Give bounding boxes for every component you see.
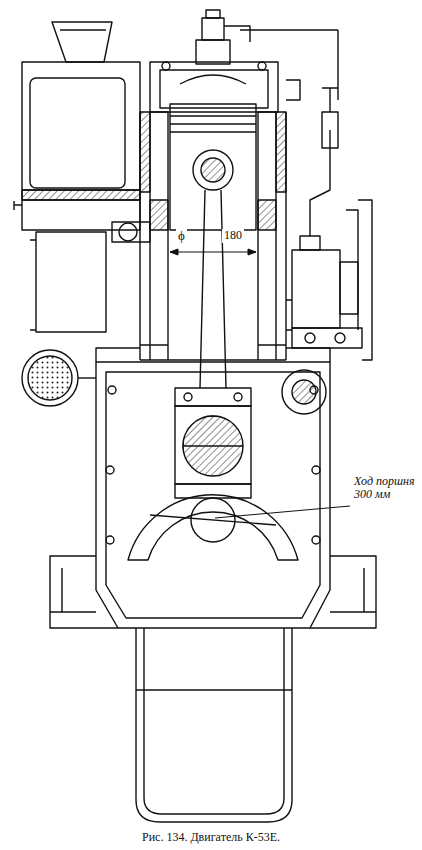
drawing-stroke — [14, 201, 22, 210]
drawing-stroke — [358, 200, 372, 360]
drawing-stroke — [282, 370, 326, 414]
drawing-stroke — [162, 62, 170, 70]
drawing-stroke — [22, 62, 140, 230]
drawing-stroke — [106, 372, 320, 618]
drawing-stroke — [170, 249, 256, 255]
drawing-stroke — [292, 250, 340, 328]
drawing-stroke — [112, 222, 150, 242]
drawing-stroke — [106, 466, 114, 474]
drawing-stroke — [258, 62, 266, 70]
drawing-stroke — [206, 10, 220, 18]
drawing-stroke — [183, 416, 243, 476]
drawing-stroke — [170, 116, 256, 132]
drawing-stroke — [312, 466, 320, 474]
drawing-stroke — [108, 386, 116, 394]
drawing-stroke — [150, 515, 276, 525]
drawing-stroke — [312, 536, 320, 544]
drawing-stroke — [62, 568, 364, 612]
drawing-stroke — [196, 40, 230, 64]
drawing-stroke — [322, 112, 338, 148]
drawing-stroke — [276, 112, 286, 192]
drawing-stroke — [78, 377, 96, 378]
drawing-stroke — [36, 232, 106, 332]
drawing-stroke — [14, 10, 376, 822]
drawing-stroke — [22, 350, 78, 406]
drawing-stroke — [202, 18, 224, 40]
drawing-stroke — [170, 252, 256, 253]
drawing-stroke — [22, 190, 140, 200]
drawing-stroke — [310, 130, 330, 236]
drawing-stroke — [52, 22, 112, 62]
drawing-stroke — [183, 416, 243, 476]
drawing-stroke — [175, 388, 251, 406]
drawing-stroke — [335, 333, 345, 343]
drawing-stroke — [286, 80, 300, 100]
drawing-stroke — [300, 236, 320, 250]
drawing-stroke — [106, 536, 114, 544]
drawing-stroke — [140, 112, 150, 192]
drawing-stroke — [96, 348, 330, 362]
drawing-stroke — [234, 393, 242, 401]
drawing-stroke — [286, 300, 292, 330]
drawing-stroke — [150, 200, 168, 230]
drawing-stroke — [150, 112, 276, 360]
drawing-stroke — [193, 150, 233, 190]
drawing-stroke — [240, 30, 338, 100]
drawing-stroke — [224, 26, 250, 42]
drawing-stroke — [22, 190, 140, 200]
drawing-stroke — [305, 333, 315, 343]
drawing-stroke — [140, 345, 286, 360]
drawing-stroke — [30, 78, 125, 188]
drawing-stroke — [346, 210, 358, 330]
drawing-stroke — [201, 158, 225, 182]
drawing-stroke — [119, 223, 137, 241]
drawing-stroke — [292, 328, 362, 348]
drawing-stroke — [50, 556, 118, 628]
drawing-stroke — [340, 262, 358, 314]
drawing-stroke — [136, 628, 292, 822]
drawing-stroke — [144, 628, 284, 814]
drawing-stroke — [170, 104, 256, 230]
dimension-value: 180 — [222, 229, 244, 242]
drawing-stroke — [184, 393, 192, 401]
drawing-stroke — [200, 190, 226, 388]
drawing-stroke — [140, 112, 150, 360]
drawing-stroke — [170, 249, 178, 255]
drawing-stroke — [136, 689, 292, 690]
drawing-stroke — [276, 112, 286, 360]
drawing-stroke — [310, 556, 376, 628]
drawing-stroke — [292, 380, 316, 404]
drawing-stroke — [215, 506, 350, 518]
drawing-stroke — [175, 406, 251, 484]
drawing-stroke — [180, 75, 246, 84]
diameter-symbol: ϕ — [176, 229, 187, 243]
drawing-stroke — [60, 29, 106, 30]
stroke-note: Ход поршня 300 мм — [352, 475, 418, 501]
drawing-stroke — [28, 356, 72, 400]
figure-caption: Рис. 134. Двигатель К-53Е. — [142, 831, 280, 844]
drawing-stroke — [50, 611, 376, 612]
drawing-stroke — [258, 200, 276, 230]
drawing-stroke — [215, 506, 350, 518]
drawing-stroke — [96, 362, 330, 628]
drawing-stroke — [175, 484, 251, 498]
drawing-stroke — [248, 249, 256, 255]
drawing-stroke — [322, 88, 338, 112]
drawing-stroke — [128, 495, 298, 560]
drawing-stroke — [160, 70, 268, 108]
drawing-stroke — [30, 240, 36, 330]
